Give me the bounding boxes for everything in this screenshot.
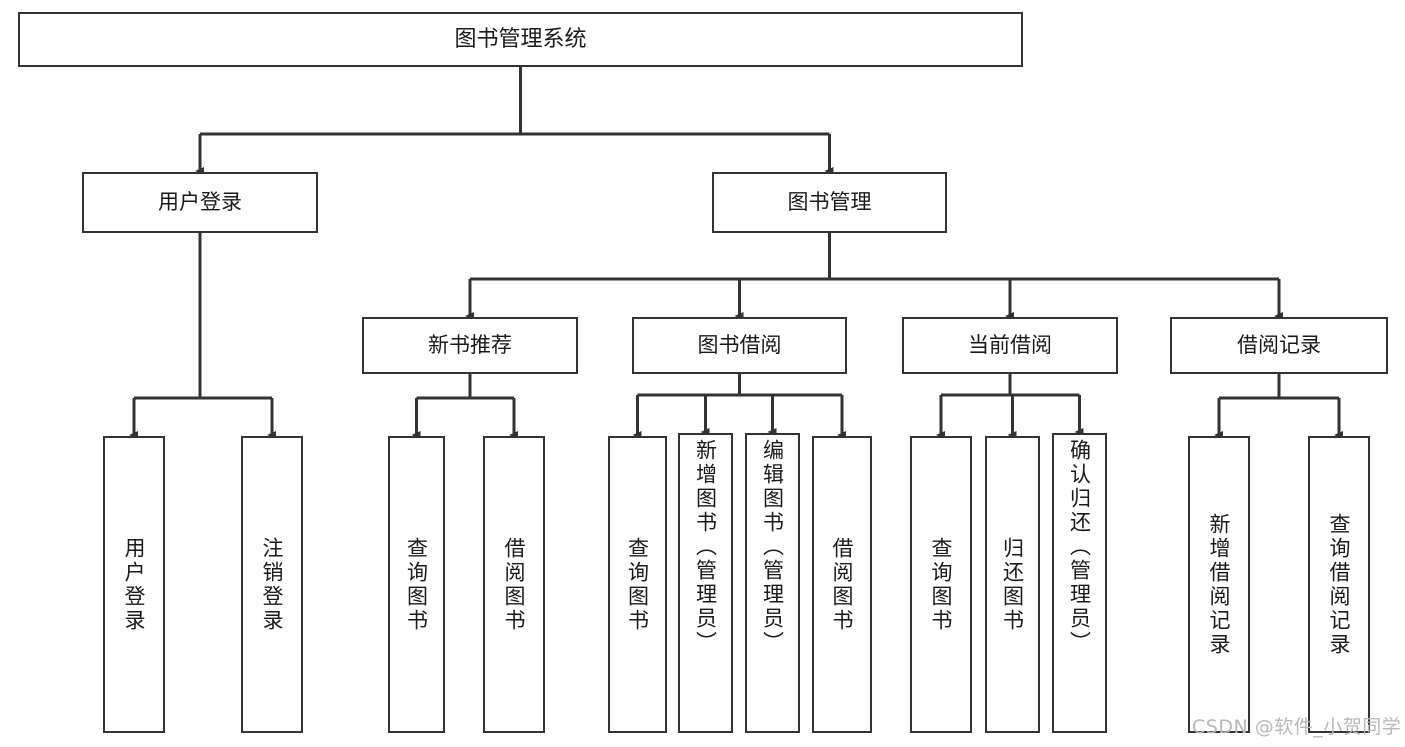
node-new-book-recommend-label: 新书推荐 [428,333,512,358]
node-borrow-record[interactable]: 借阅记录 [1170,317,1388,374]
node-book-manage-label: 图书管理 [787,190,872,215]
leaf-add-book-label: 新增图书（管理员） [693,439,718,655]
node-book-borrow[interactable]: 图书借阅 [632,317,847,374]
leaf-add-borrow-record-label: 新增借阅记录 [1207,512,1232,657]
leaf-query-book-3-label: 查询图书 [929,536,954,633]
node-book-borrow-label: 图书借阅 [697,333,782,358]
node-root[interactable]: 图书管理系统 [18,12,1023,67]
leaf-borrow-book-1[interactable]: 借阅图书 [483,436,545,733]
node-user-login-label: 用户登录 [158,190,242,215]
leaf-return-book[interactable]: 归还图书 [985,436,1040,733]
edge-group [129,67,1343,439]
leaf-edit-book[interactable]: 编辑图书（管理员） [745,433,800,733]
node-borrow-record-label: 借阅记录 [1237,333,1321,358]
leaf-query-book-2-label: 查询图书 [625,536,650,633]
node-book-manage[interactable]: 图书管理 [712,172,947,233]
leaf-add-borrow-record[interactable]: 新增借阅记录 [1188,436,1250,733]
node-root-label: 图书管理系统 [454,26,587,52]
node-new-book-recommend[interactable]: 新书推荐 [362,317,578,374]
leaf-confirm-return-label: 确认归还（管理员） [1067,439,1092,655]
node-current-borrow[interactable]: 当前借阅 [902,317,1118,374]
leaf-borrow-book-2-label: 借阅图书 [830,536,855,633]
leaf-user-login-label: 用户登录 [122,536,147,633]
leaf-return-book-label: 归还图书 [1000,536,1025,633]
leaf-user-logout-label: 注销登录 [260,536,285,633]
leaf-query-borrow-record-label: 查询借阅记录 [1327,512,1352,657]
leaf-query-book-3[interactable]: 查询图书 [910,436,972,733]
leaf-query-book-1[interactable]: 查询图书 [388,436,445,733]
leaf-borrow-book-1-label: 借阅图书 [502,536,527,633]
leaf-query-borrow-record[interactable]: 查询借阅记录 [1308,436,1370,733]
leaf-confirm-return[interactable]: 确认归还（管理员） [1052,433,1107,733]
leaf-query-book-1-label: 查询图书 [404,536,429,633]
leaf-user-login[interactable]: 用户登录 [103,436,165,733]
leaf-borrow-book-2[interactable]: 借阅图书 [812,436,872,733]
leaf-user-logout[interactable]: 注销登录 [241,436,303,733]
node-user-login[interactable]: 用户登录 [82,172,318,233]
node-current-borrow-label: 当前借阅 [968,333,1052,358]
csdn-watermark: CSDN @软件_小贺同学 [1192,716,1402,738]
leaf-add-book[interactable]: 新增图书（管理员） [678,433,733,733]
leaf-edit-book-label: 编辑图书（管理员） [760,439,785,655]
leaf-query-book-2[interactable]: 查询图书 [608,436,667,733]
